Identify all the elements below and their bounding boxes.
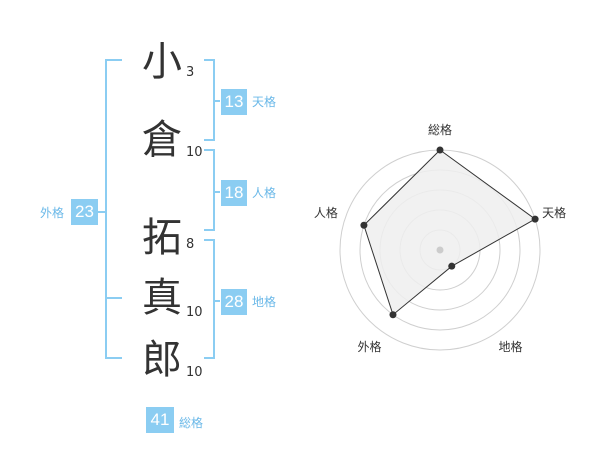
radar-axis-label-3: 地格 [498,339,522,354]
gaikaku-label: 外格 [40,206,65,220]
stroke-count-5: 10 [186,365,203,380]
radar-axis-label-5: 人格 [314,205,338,220]
radar-shape [363,149,537,316]
radar-axis-label-2: 天格 [542,205,566,220]
radar-point-2 [531,215,539,223]
radar-point-3 [448,262,456,270]
name-char-3: 拓 [142,215,182,261]
stroke-count-3: 8 [186,237,195,252]
radar-center-dot [436,246,444,254]
tenkaku-badge: 13 [221,89,247,115]
soukaku-label: 総格 [179,416,204,430]
radar-point-4 [389,311,397,319]
stroke-count-1: 3 [186,65,195,80]
name-char-1: 小 [142,39,182,85]
radar-axis-label-4: 外格 [357,339,381,354]
name-char-5: 郎 [142,337,182,383]
stroke-count-2: 10 [186,145,203,160]
radar-point-5 [360,221,368,229]
gaikaku-badge: 23 [71,199,98,225]
stroke-count-4: 10 [186,305,203,320]
tenkaku-label: 天格 [252,95,277,109]
chikaku-badge: 28 [221,289,247,315]
jinkaku-label: 人格 [252,186,277,200]
jinkaku-badge: 18 [221,180,247,206]
name-char-2: 倉 [142,117,182,163]
name-char-4: 真 [142,275,182,321]
radar-axis-label-1: 総格 [428,122,452,137]
gaikaku-bracket [105,59,122,359]
chikaku-label: 地格 [252,295,277,309]
jinkaku-bracket [204,149,215,231]
soukaku-badge: 41 [146,407,174,433]
radar-point-1 [436,146,444,154]
chikaku-bracket [204,239,215,359]
